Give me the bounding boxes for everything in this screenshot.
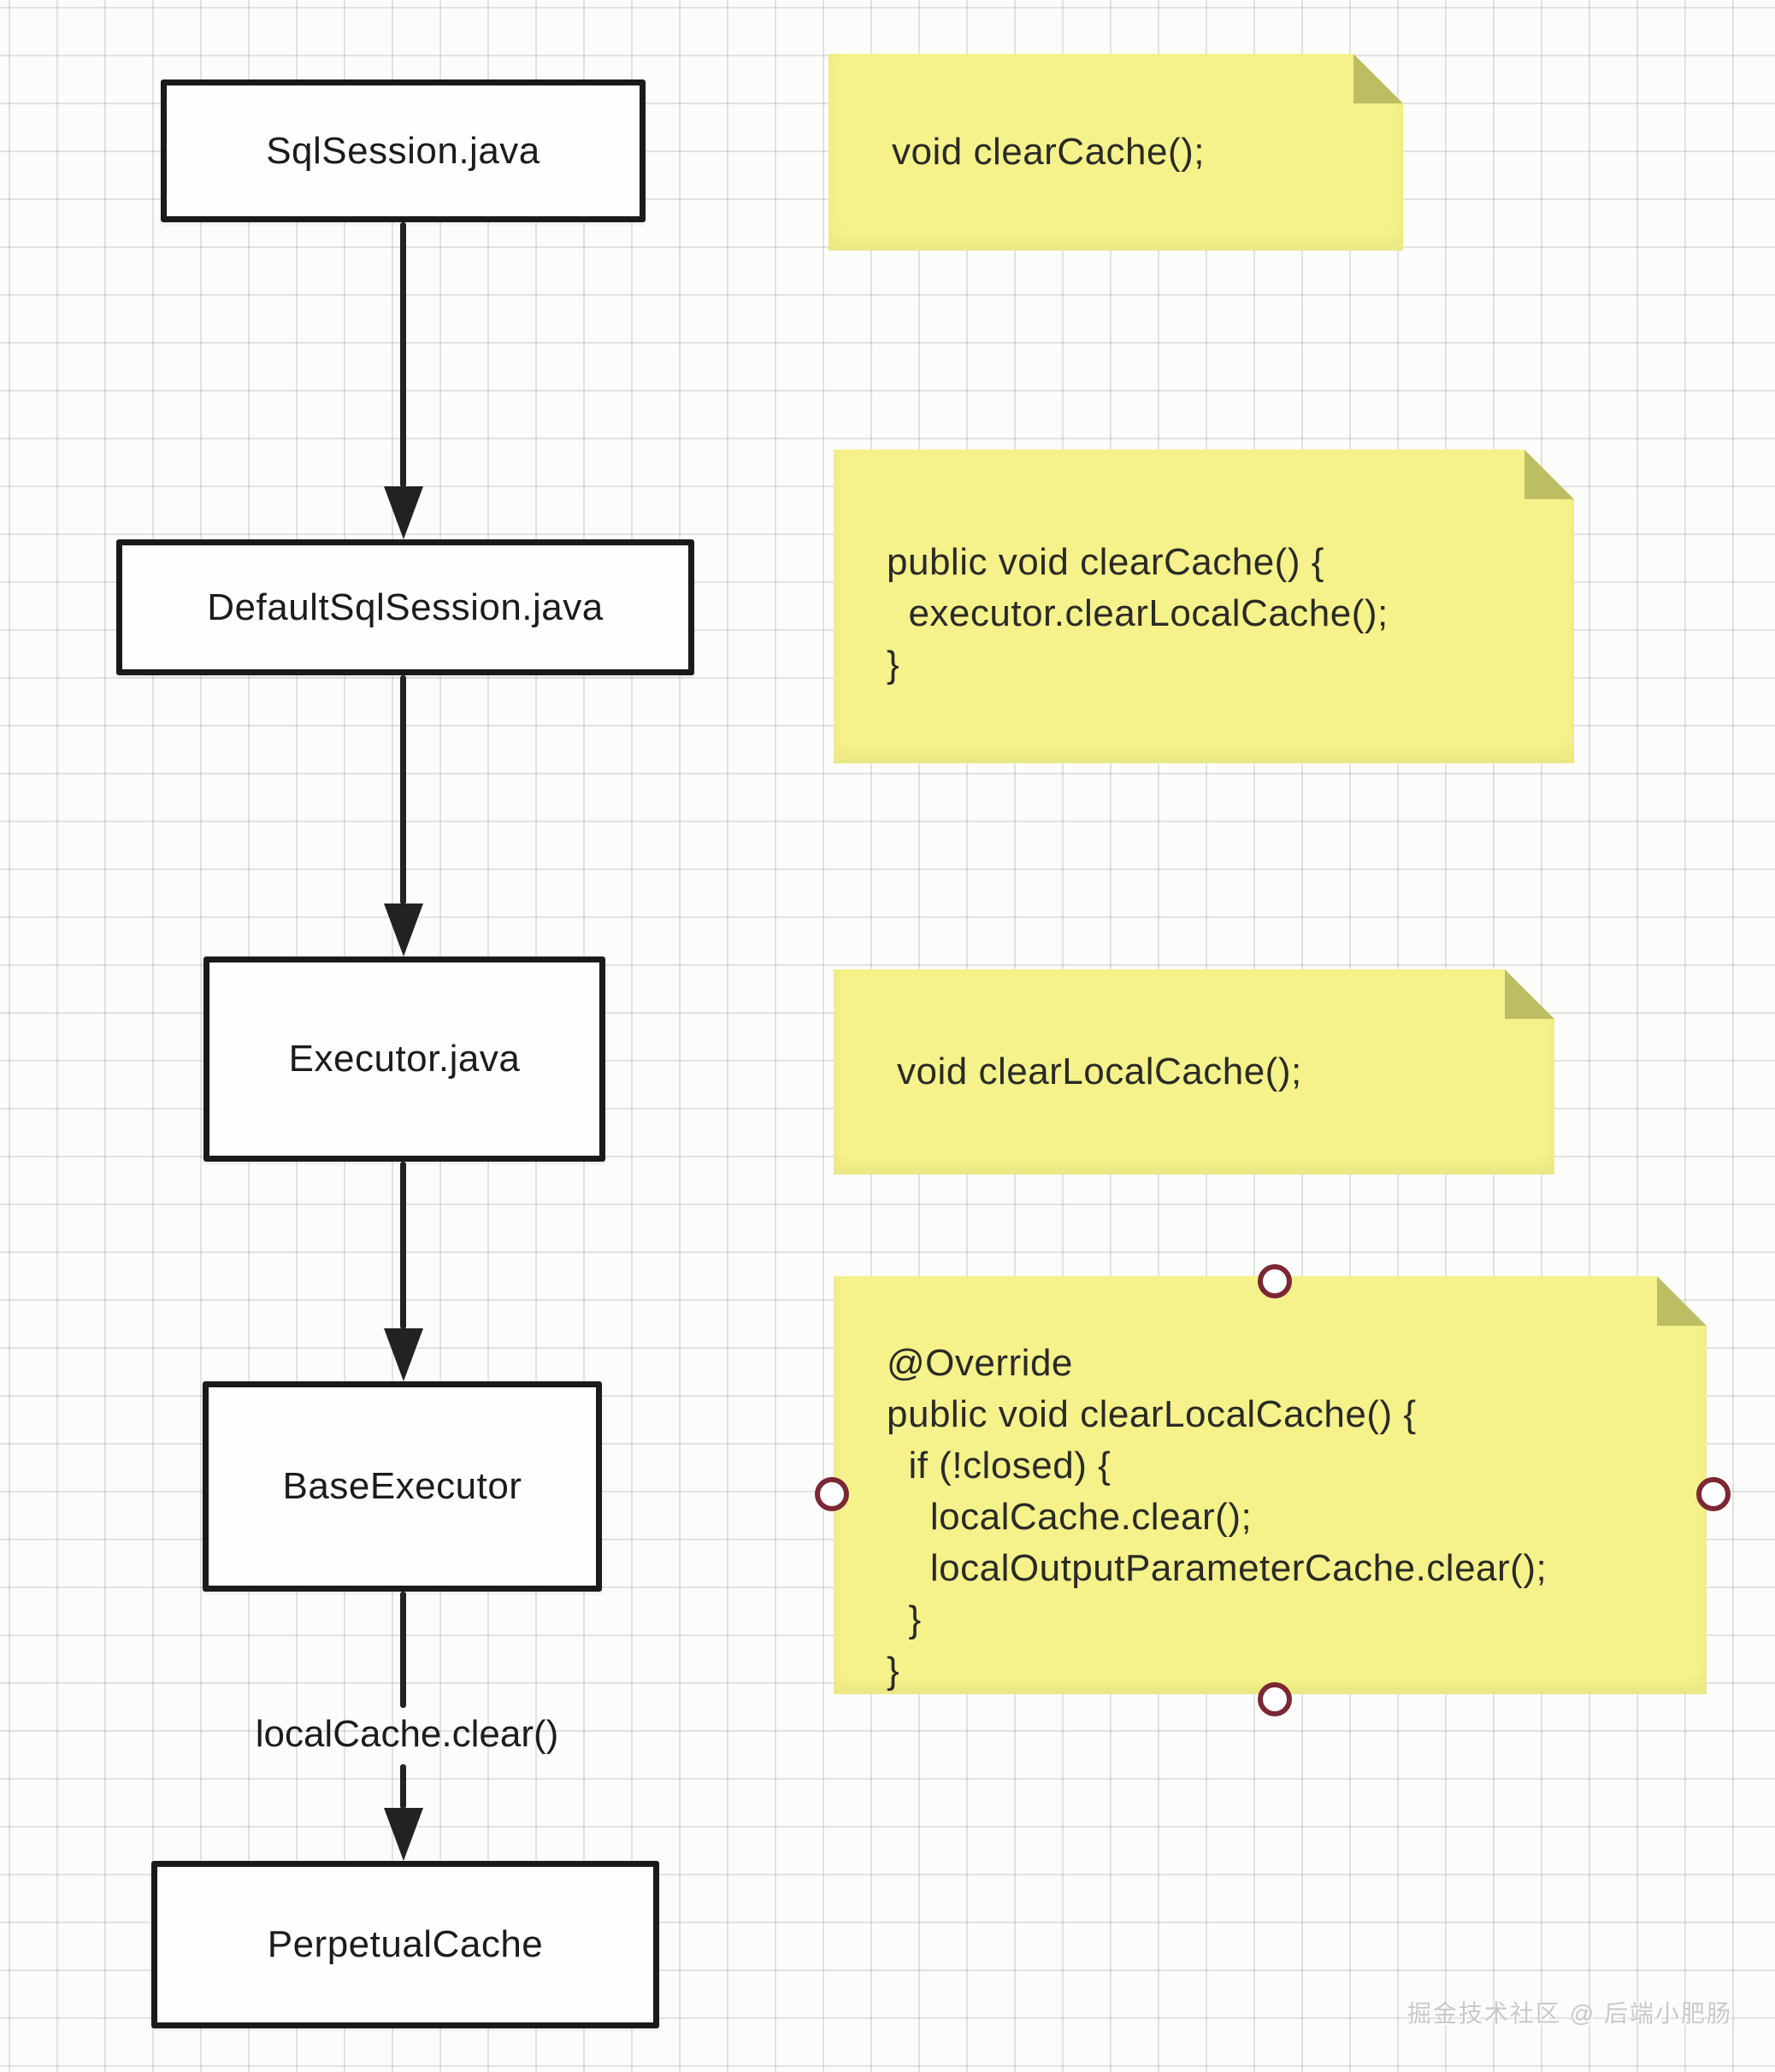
- folded-corner-icon: [1524, 450, 1574, 499]
- connector-line-2[interactable]: [400, 675, 406, 904]
- node-label-perpetualcache: PerpetualCache: [267, 1923, 544, 1965]
- flow-node-defaultsqlsession[interactable]: DefaultSqlSession.java: [116, 539, 694, 675]
- flow-node-perpetualcache[interactable]: PerpetualCache: [151, 1861, 659, 2028]
- sticky-note-clearlocalcache-decl[interactable]: void clearLocalCache();: [834, 969, 1554, 1174]
- note-code-line: executor.clearLocalCache();: [887, 592, 1389, 634]
- arrowhead-down-icon: [384, 486, 423, 539]
- note-code-line: localCache.clear();: [887, 1496, 1253, 1538]
- edge-label[interactable]: localCache.clear(): [255, 1713, 559, 1755]
- connector-line-4[interactable]: [400, 1592, 406, 1708]
- sticky-note-clearlocalcache-impl[interactable]: @Override public void clearLocalCache() …: [834, 1276, 1707, 1694]
- selection-handle-bottom[interactable]: [1258, 1682, 1292, 1716]
- flow-node-baseexecutor[interactable]: BaseExecutor: [203, 1381, 602, 1592]
- arrowhead-down-icon: [384, 904, 423, 957]
- note-code-line: if (!closed) {: [887, 1445, 1112, 1486]
- note-code-line: public void clearCache() {: [887, 541, 1324, 583]
- node-label-sqlsession: SqlSession.java: [266, 129, 540, 172]
- note-code-line: }: [887, 644, 900, 686]
- selection-handle-top[interactable]: [1258, 1264, 1292, 1298]
- node-label-executor: Executor.java: [288, 1038, 521, 1080]
- selection-handle-right[interactable]: [1696, 1477, 1731, 1511]
- folded-corner-icon: [1505, 969, 1554, 1019]
- folded-corner-icon: [1657, 1276, 1707, 1326]
- connector-line-3[interactable]: [400, 1162, 406, 1329]
- watermark: 掘金技术社区 @ 后端小肥肠: [1407, 2000, 1732, 2027]
- note-code-line: @Override: [887, 1342, 1073, 1384]
- flow-node-executor[interactable]: Executor.java: [203, 957, 605, 1162]
- note-code-line: localOutputParameterCache.clear();: [887, 1547, 1548, 1589]
- note-code-line: public void clearLocalCache() {: [887, 1393, 1417, 1435]
- note-code-line: }: [887, 1650, 900, 1692]
- folded-corner-icon: [1353, 54, 1403, 103]
- arrowhead-down-icon: [384, 1328, 423, 1381]
- sticky-note-clearcache-decl[interactable]: void clearCache();: [829, 54, 1403, 250]
- sticky-note-clearcache-impl[interactable]: public void clearCache() { executor.clea…: [834, 450, 1574, 763]
- connector-line-1[interactable]: [400, 222, 406, 487]
- note-code-line: void clearCache();: [892, 131, 1206, 173]
- selection-handle-left[interactable]: [815, 1477, 849, 1511]
- note-code-line: void clearLocalCache();: [897, 1051, 1302, 1092]
- connector-line-4b[interactable]: [400, 1764, 406, 1809]
- node-label-defaultsqlsession: DefaultSqlSession.java: [207, 586, 604, 628]
- note-code-line: }: [887, 1598, 922, 1640]
- node-label-baseexecutor: BaseExecutor: [282, 1465, 522, 1507]
- flow-node-sqlsession[interactable]: SqlSession.java: [161, 79, 646, 222]
- arrowhead-down-icon: [384, 1808, 423, 1861]
